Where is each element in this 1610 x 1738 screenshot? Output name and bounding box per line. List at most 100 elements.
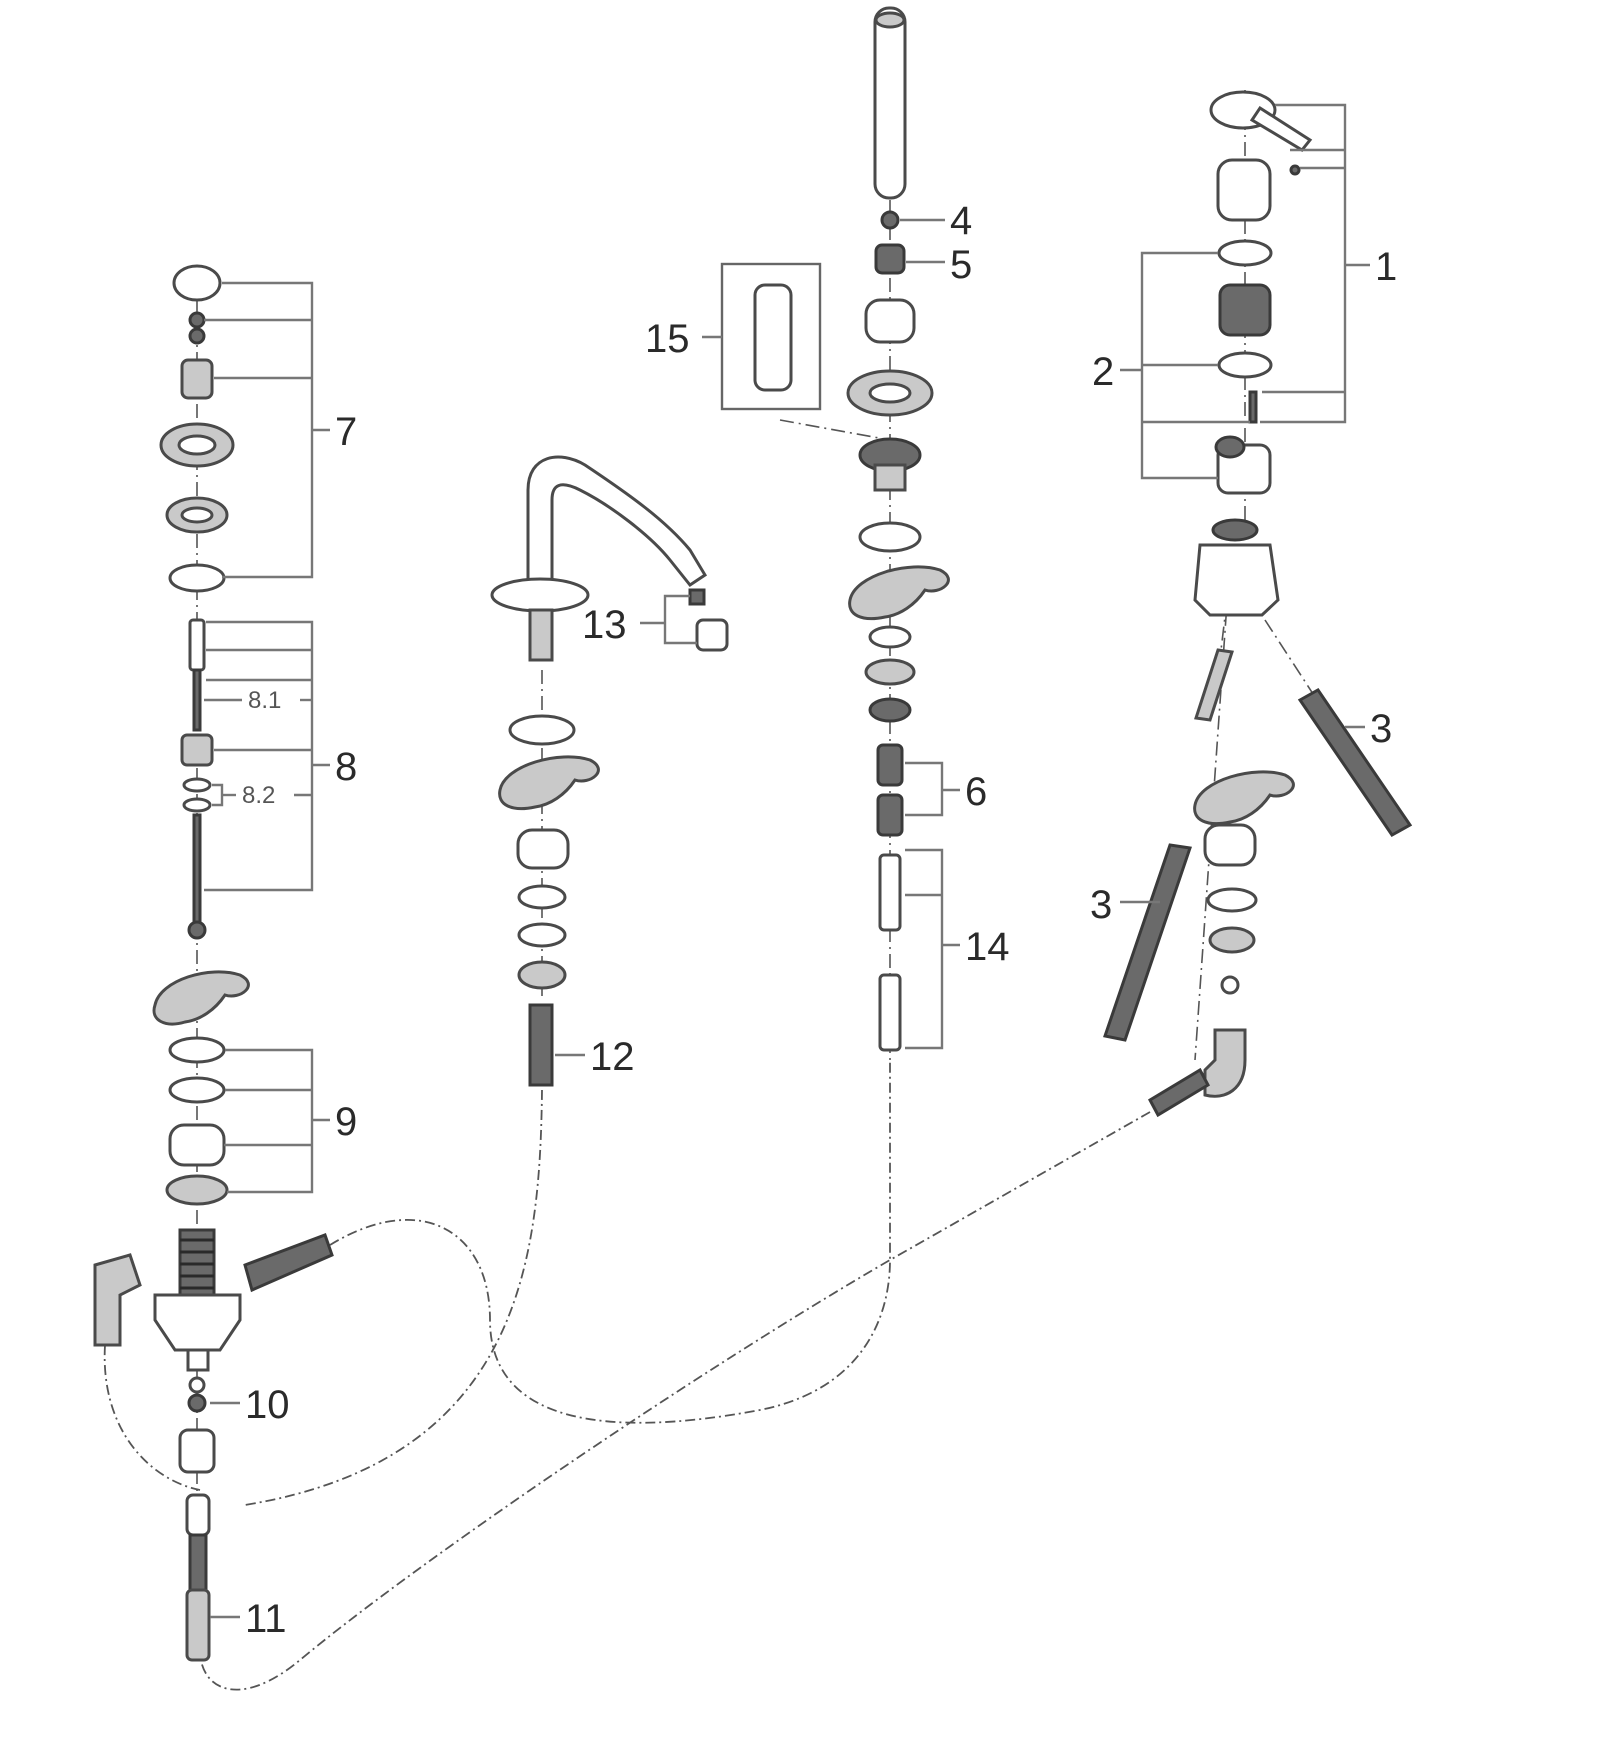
callout-8-2: 8.2 xyxy=(242,782,275,809)
inlet-hose-right xyxy=(1297,688,1413,837)
flow-regulator xyxy=(874,243,906,275)
hose-fitting xyxy=(1148,1067,1210,1118)
valve-body xyxy=(1193,543,1280,617)
o-ring xyxy=(1217,239,1273,267)
small-nut xyxy=(1220,975,1240,995)
callout-2: 2 xyxy=(1092,350,1114,394)
ring xyxy=(868,625,912,649)
flange-ring-inner xyxy=(177,434,217,456)
cap xyxy=(172,264,222,302)
bracket xyxy=(1193,770,1295,826)
hose-fitting xyxy=(185,1493,211,1537)
tube xyxy=(1194,648,1234,722)
hand-shower xyxy=(873,6,907,200)
bracket xyxy=(498,755,600,811)
callout-10: 10 xyxy=(245,1383,290,1427)
spout-assembly xyxy=(490,455,729,1087)
threads xyxy=(180,1238,214,1290)
sleeve xyxy=(1203,823,1257,867)
callout-12: 12 xyxy=(590,1035,635,1079)
callout-4: 4 xyxy=(950,199,972,243)
sleeve xyxy=(516,828,570,870)
ring xyxy=(168,1036,226,1064)
bracket xyxy=(152,970,250,1026)
hose-paths xyxy=(103,1060,1151,1691)
seal xyxy=(182,777,212,793)
nut-inner xyxy=(180,506,214,524)
small-nut xyxy=(187,1393,207,1413)
washer xyxy=(864,658,916,686)
washer xyxy=(1206,887,1258,913)
washer xyxy=(517,884,567,910)
hose-connector xyxy=(878,973,902,1052)
callout-7: 7 xyxy=(335,410,357,454)
elbow-left xyxy=(93,1253,142,1347)
guide-stem xyxy=(873,463,907,492)
threaded-rod xyxy=(528,1003,554,1087)
sleeve xyxy=(168,1123,226,1167)
cartridge-top xyxy=(1218,283,1272,337)
spindle-head xyxy=(180,358,214,400)
washer xyxy=(880,210,900,230)
ball xyxy=(187,920,207,940)
aerator xyxy=(695,618,729,652)
pin xyxy=(1248,390,1258,424)
o-ring xyxy=(1217,351,1273,379)
stem xyxy=(188,618,206,672)
small-screw xyxy=(188,311,206,329)
ring xyxy=(168,1076,226,1104)
spout xyxy=(526,455,708,592)
outlet-stub xyxy=(186,1348,210,1372)
leader-lines xyxy=(204,103,1370,1619)
spout-shank xyxy=(528,608,554,662)
nut xyxy=(868,697,912,723)
weight xyxy=(876,743,904,787)
hand-shower-assembly xyxy=(720,6,950,1052)
callout-5: 5 xyxy=(950,243,972,287)
washer xyxy=(188,1376,206,1394)
aerator-insert xyxy=(688,588,706,606)
callout-6: 6 xyxy=(965,770,987,814)
sleeve xyxy=(864,298,916,344)
callout-14: 14 xyxy=(965,925,1010,969)
lever xyxy=(1249,105,1313,152)
flange-inner xyxy=(868,382,912,404)
nut-sleeve xyxy=(178,1428,216,1474)
handle-body xyxy=(1216,158,1272,222)
elbow xyxy=(1203,1028,1247,1098)
valve-body-top xyxy=(1211,518,1259,542)
weight xyxy=(876,793,904,837)
nut xyxy=(517,960,567,990)
callout-15: 15 xyxy=(645,317,690,361)
nut xyxy=(1208,926,1256,954)
rod xyxy=(192,813,202,927)
washer xyxy=(517,922,567,948)
hose-tail xyxy=(188,1533,208,1592)
bracket xyxy=(848,565,950,621)
threaded-body xyxy=(178,1228,216,1307)
lock-nut xyxy=(165,1174,229,1206)
inlet-hose-left xyxy=(1103,843,1192,1042)
grub-screw xyxy=(1289,164,1301,176)
stem-thin xyxy=(192,668,202,732)
o-ring xyxy=(858,521,922,553)
callout-9: 9 xyxy=(335,1100,357,1144)
valve-body xyxy=(180,733,214,767)
cartridge-head xyxy=(1214,435,1246,459)
hose-end xyxy=(185,1588,211,1662)
small-screw xyxy=(188,327,206,345)
spout-base xyxy=(490,577,590,613)
hose-connector-right xyxy=(243,1233,334,1293)
callout-8-1: 8.1 xyxy=(248,687,281,714)
hand-shower-face xyxy=(874,11,906,29)
o-ring xyxy=(508,714,576,746)
callout-labels: 1 2 3 3 4 5 6 7 8 8.1 8.2 9 10 11 12 13 … xyxy=(242,199,1397,1641)
callout-13: 13 xyxy=(582,603,627,647)
callout-3-left: 3 xyxy=(1090,883,1112,927)
callout-1: 1 xyxy=(1375,245,1397,289)
o-ring xyxy=(168,563,226,593)
seal xyxy=(182,797,212,813)
callout-8: 8 xyxy=(335,745,357,789)
spare-part-15 xyxy=(753,283,793,392)
